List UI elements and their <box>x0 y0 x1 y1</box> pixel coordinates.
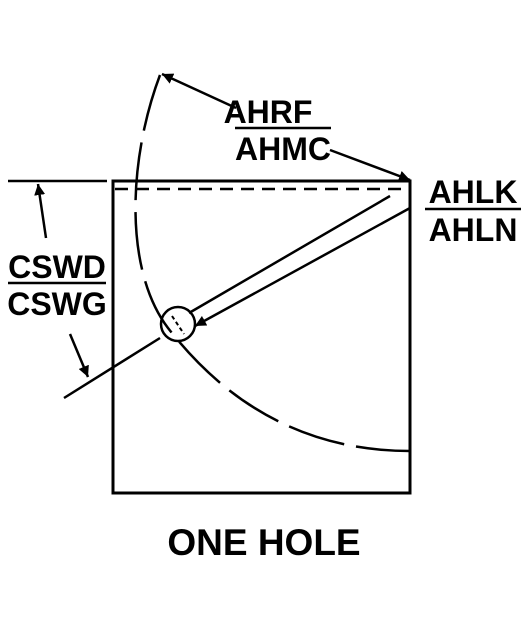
diagonal-centerline-lower <box>63 336 161 400</box>
hole-center-mark <box>171 315 185 335</box>
distance-arrow-down <box>68 333 90 378</box>
distance-code-top: CSWD <box>8 249 106 285</box>
bolt-circle-arc <box>134 74 411 453</box>
hole-leader-arrow <box>194 206 411 328</box>
hole-location-code-top: AHLK <box>429 174 518 210</box>
hole-circle <box>159 305 197 343</box>
arc-angle-code-bottom: AHMC <box>235 131 331 167</box>
distance-code-bottom: CSWG <box>7 286 107 322</box>
arc-angle-arrow <box>161 72 237 110</box>
part-outline <box>111 179 412 495</box>
distance-arrow-up <box>34 183 48 239</box>
corner-angle-arrow <box>329 148 411 182</box>
hole-leader-line-upper <box>188 194 391 315</box>
hole-location-code-bottom: AHLN <box>429 212 518 248</box>
arc-angle-code-top: AHRF <box>224 94 313 130</box>
diagram-caption: ONE HOLE <box>167 522 360 563</box>
